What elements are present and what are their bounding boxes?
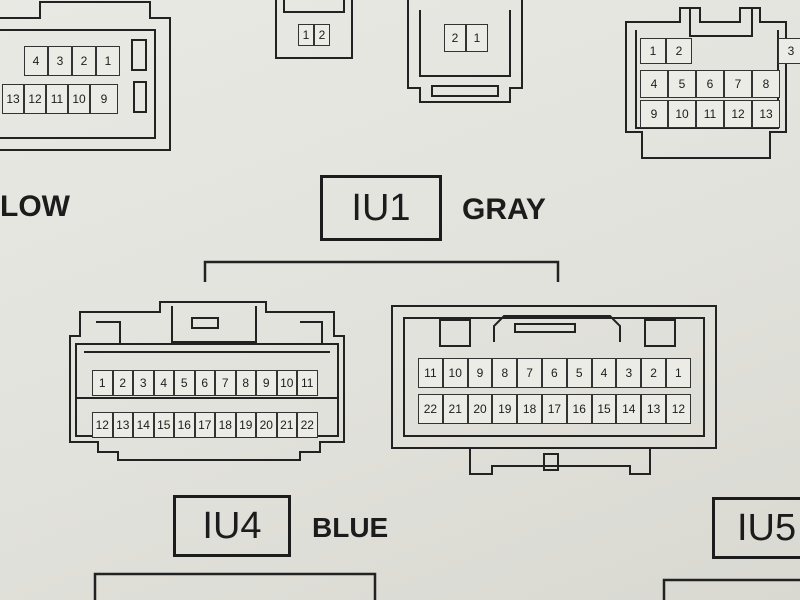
pin-cell: 2 [314, 24, 330, 46]
pin-cell: 1 [466, 24, 488, 52]
pin-cell: 15 [591, 394, 617, 424]
pin-cell: 6 [696, 70, 724, 98]
pin-cell: 1 [666, 358, 691, 388]
pin-cell: 22 [418, 394, 443, 424]
pin-cell: 3 [616, 358, 642, 388]
pin-cell: 22 [297, 412, 318, 438]
pin-cell: 2 [666, 38, 692, 64]
pin-cell: 10 [276, 370, 297, 396]
pin-cell: 8 [235, 370, 256, 396]
pin-cell: 1 [298, 24, 314, 46]
iu4-color-label: BLUE [312, 512, 389, 543]
pin-cell: 9 [640, 100, 668, 128]
connector-top-small-a-housing [275, 0, 353, 59]
pin-cell: 10 [68, 84, 90, 114]
pin-cell: 7 [517, 358, 542, 388]
connector-top-left-housing [0, 1, 171, 151]
pin-cell: 1 [96, 46, 120, 76]
pin-cell: 18 [215, 412, 236, 438]
pin-cell: 11 [696, 100, 724, 128]
pin-cell: 9 [90, 84, 118, 114]
pin-cell: 6 [542, 358, 567, 388]
pin-cell: 12 [92, 412, 113, 438]
pin-cell: 17 [194, 412, 215, 438]
pin-cell: 6 [194, 370, 215, 396]
iu1-left-housing [69, 301, 345, 461]
pin-cell: 3 [778, 38, 800, 64]
pin-cell: 5 [668, 70, 696, 98]
pin-cell: 15 [153, 412, 174, 438]
pin-cell: 1 [92, 370, 113, 396]
pin-cell: 4 [24, 46, 48, 76]
pin-cell: 10 [442, 358, 468, 388]
pin-cell: 4 [591, 358, 617, 388]
pin-cell: 12 [24, 84, 46, 114]
pin-cell: 3 [133, 370, 154, 396]
pin-cell: 16 [566, 394, 592, 424]
pin-cell: 14 [616, 394, 642, 424]
iu5-connector-id: IU5 [712, 497, 800, 559]
pin-cell: 13 [112, 412, 133, 438]
pin-cell: 5 [566, 358, 592, 388]
pin-cell: 2 [112, 370, 133, 396]
pin-cell: 7 [724, 70, 752, 98]
pin-cell: 20 [256, 412, 277, 438]
pin-cell: 13 [641, 394, 666, 424]
pin-cell: 9 [467, 358, 493, 388]
iu5-bracket [662, 578, 800, 600]
pin-cell: 16 [174, 412, 195, 438]
pin-cell: 12 [724, 100, 752, 128]
iu1-bracket [203, 260, 560, 282]
pin-cell: 17 [542, 394, 567, 424]
pin-cell: 21 [276, 412, 297, 438]
iu4-connector-id: IU4 [173, 495, 291, 557]
pin-cell: 1 [640, 38, 666, 64]
pin-cell: 8 [492, 358, 518, 388]
pin-cell: 4 [640, 70, 668, 98]
connector-top-small-b-housing [407, 0, 523, 103]
pin-cell: 19 [235, 412, 256, 438]
pin-cell: 20 [467, 394, 493, 424]
iu1-connector-id: IU1 [320, 175, 442, 241]
pin-cell: 5 [174, 370, 195, 396]
pin-cell: 11 [46, 84, 68, 114]
pin-cell: 18 [517, 394, 542, 424]
pin-cell: 11 [418, 358, 443, 388]
pin-cell: 2 [444, 24, 466, 52]
iu1-right-housing [391, 305, 717, 475]
pin-cell: 2 [641, 358, 666, 388]
iu4-bracket [93, 572, 377, 600]
pin-cell: 2 [72, 46, 96, 76]
pin-cell: 8 [752, 70, 780, 98]
pin-cell: 4 [153, 370, 174, 396]
pin-cell: 14 [133, 412, 154, 438]
pin-cell: 21 [442, 394, 468, 424]
pin-cell: 13 [752, 100, 780, 128]
pin-cell: 3 [48, 46, 72, 76]
pin-cell: 7 [215, 370, 236, 396]
pin-cell: 19 [492, 394, 518, 424]
yellow-color-label-partial: LOW [0, 190, 70, 223]
pin-cell: 12 [666, 394, 691, 424]
pin-cell: 13 [2, 84, 24, 114]
pin-cell: 11 [297, 370, 318, 396]
iu1-color-label: GRAY [462, 193, 546, 226]
pin-cell: 9 [256, 370, 277, 396]
pin-cell: 10 [668, 100, 696, 128]
